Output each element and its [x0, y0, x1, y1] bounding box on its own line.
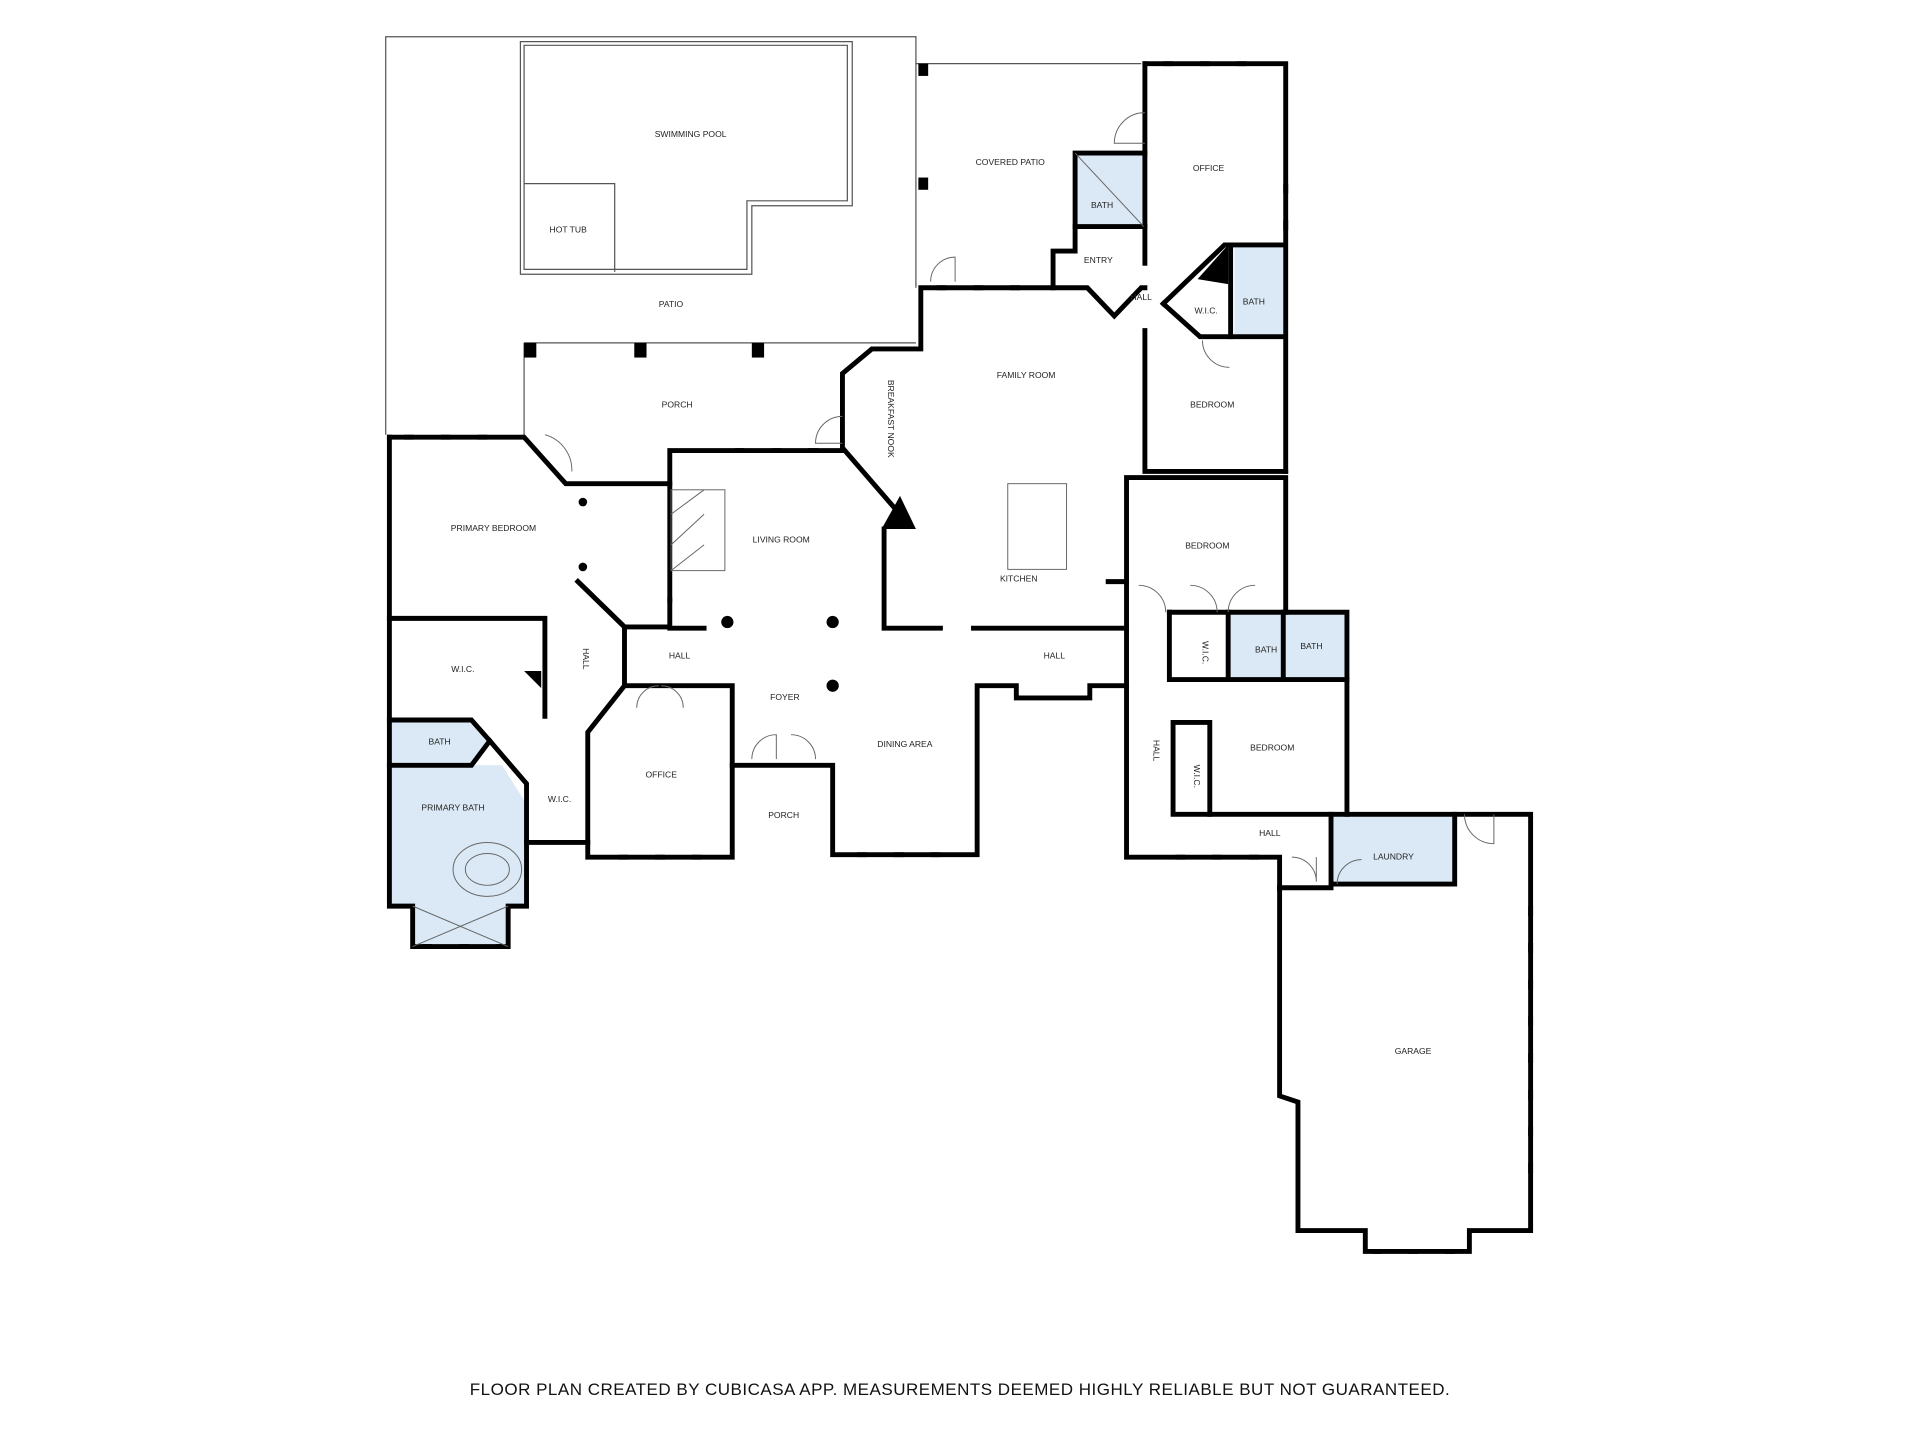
room-label-porch: PORCH — [768, 810, 799, 820]
room-label-office: OFFICE — [1193, 163, 1225, 173]
room-label-wic: W.I.C. — [548, 794, 571, 804]
room-label-garage: GARAGE — [1395, 1046, 1432, 1056]
room-label-hall: HALL — [1131, 292, 1153, 302]
bathroom-fills — [389, 153, 1455, 947]
room-label-swimming-pool: SWIMMING POOL — [655, 129, 727, 139]
room-label-porch: PORCH — [662, 400, 693, 410]
room-label-bedroom: BEDROOM — [1190, 400, 1234, 410]
room-label-primary-bath: PRIMARY BATH — [421, 802, 484, 812]
room-labels: SWIMMING POOL HOT TUB PATIO COVERED PATI… — [421, 129, 1431, 1056]
outdoor-outlines — [385, 36, 1142, 438]
room-label-bedroom: BEDROOM — [1185, 540, 1229, 550]
room-label-bath: BATH — [1243, 297, 1265, 307]
room-label-bath: BATH — [1091, 200, 1113, 210]
doors — [412, 112, 1495, 947]
room-label-bath: BATH — [428, 736, 450, 746]
room-label-hall: HALL — [1152, 740, 1162, 762]
room-label-bath: BATH — [1255, 644, 1277, 654]
room-label-kitchen: KITCHEN — [1000, 573, 1038, 583]
disclaimer-footer: FLOOR PLAN CREATED BY CUBICASA APP. MEAS… — [469, 1380, 1451, 1399]
walls — [386, 61, 1534, 1254]
room-label-wic: W.I.C. — [451, 664, 474, 674]
room-label-covered-patio: COVERED PATIO — [976, 157, 1045, 167]
room-label-foyer: FOYER — [770, 692, 800, 702]
room-label-family-room: FAMILY ROOM — [997, 370, 1056, 380]
room-label-wic: W.I.C. — [1194, 305, 1217, 315]
room-label-hall: HALL — [669, 651, 691, 661]
room-label-patio: PATIO — [659, 299, 684, 309]
room-label-hall: HALL — [1259, 828, 1281, 838]
room-label-laundry: LAUNDRY — [1373, 851, 1414, 861]
windows — [404, 61, 1534, 1254]
room-label-bedroom: BEDROOM — [1250, 742, 1294, 752]
room-label-wic: W.I.C. — [1201, 641, 1211, 664]
room-label-bath: BATH — [1300, 641, 1322, 651]
room-label-wic: W.I.C. — [1192, 765, 1202, 788]
room-label-entry: ENTRY — [1084, 255, 1113, 265]
room-label-office: OFFICE — [646, 769, 678, 779]
room-label-hall: HALL — [581, 648, 591, 670]
room-label-hot-tub: HOT TUB — [550, 224, 588, 234]
room-label-living-room: LIVING ROOM — [753, 534, 810, 544]
room-label-dining-area: DINING AREA — [877, 739, 932, 749]
room-label-primary-bedroom: PRIMARY BEDROOM — [451, 523, 536, 533]
room-label-hall: HALL — [1044, 651, 1066, 661]
room-label-breakfast-nook: BREAKFAST NOOK — [886, 380, 896, 458]
